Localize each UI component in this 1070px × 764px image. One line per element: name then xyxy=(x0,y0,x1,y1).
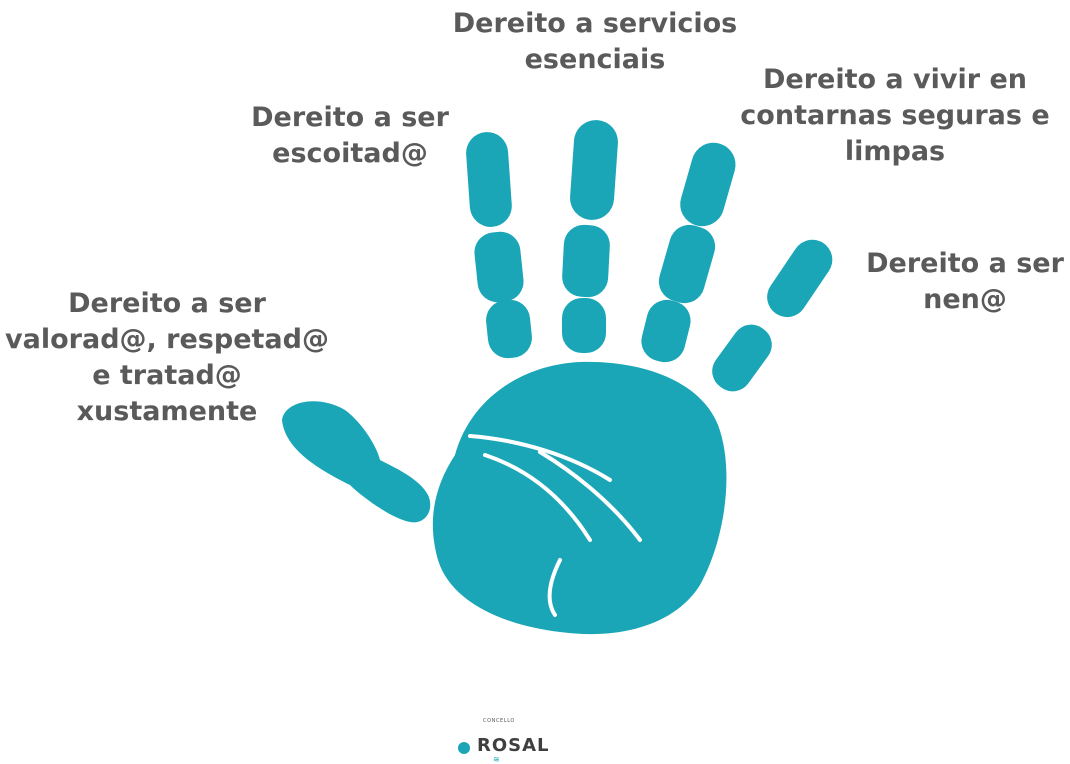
logo-main-text: ROSAL xyxy=(477,735,550,756)
index-finger-mid xyxy=(474,231,524,303)
crease-3 xyxy=(538,450,642,542)
label-right-safe-environment: Dereito a vivir en contarnas seguras e l… xyxy=(740,64,1050,167)
index-finger-tip xyxy=(466,132,512,227)
crease-1 xyxy=(468,434,612,482)
label-right-to-be-child: Dereito a ser nen@ xyxy=(866,248,1064,315)
logo-circle-icon xyxy=(458,742,470,754)
logo-small-text: CONCELLO xyxy=(483,718,515,724)
label-right-to-be-valued: Dereito a ser valorad@, respetad@ e trat… xyxy=(5,288,329,427)
ring-finger-tip xyxy=(680,142,736,227)
little-finger-tip xyxy=(767,239,833,318)
index-finger-base xyxy=(486,299,532,359)
little-finger-base xyxy=(712,324,772,392)
middle-finger-tip xyxy=(570,120,618,220)
ring-finger-base xyxy=(641,299,691,363)
middle-finger-base xyxy=(562,298,606,353)
label-right-to-be-heard: Dereito a ser escoitad@ xyxy=(251,102,449,169)
middle-finger-mid xyxy=(562,224,610,298)
crease-2 xyxy=(483,453,592,542)
crease-4 xyxy=(547,558,562,617)
hand-palm xyxy=(432,361,727,635)
palm-creases xyxy=(468,434,642,617)
thumb xyxy=(282,401,431,523)
label-right-essential-services: Dereito a servicios esenciais xyxy=(452,8,738,75)
hand-shape xyxy=(282,120,833,635)
logo-waves-icon: ≋ xyxy=(493,755,500,764)
concello-rosal-logo: CONCELLO ROSAL ≋ xyxy=(455,718,565,764)
ring-finger-mid xyxy=(658,224,716,304)
